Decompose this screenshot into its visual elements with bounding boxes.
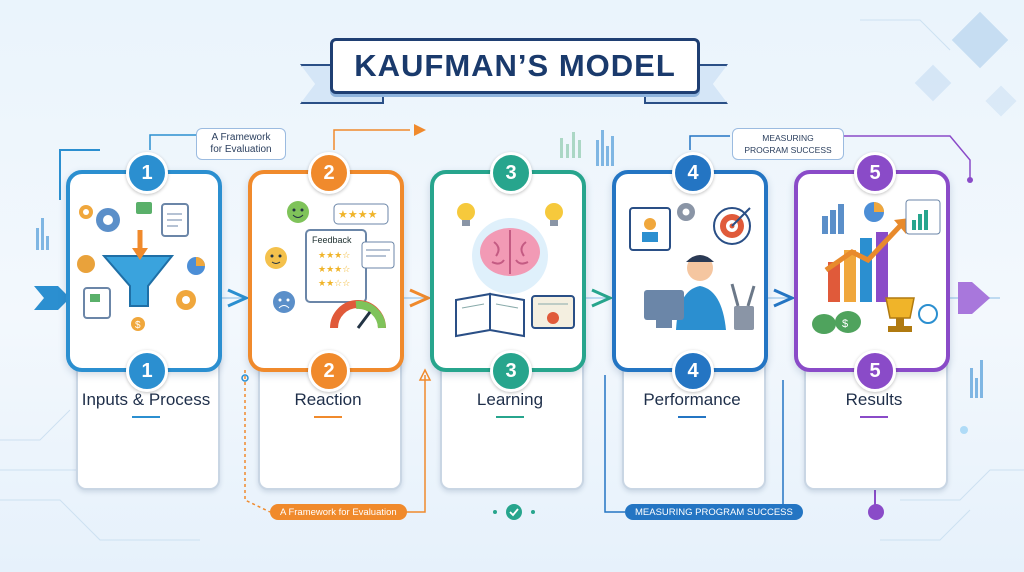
tag-framework-top: A Framework for Evaluation [196,128,286,160]
svg-text:$: $ [135,320,141,331]
gear-icon [677,203,695,221]
pill-framework-bottom: A Framework for Evaluation [270,504,407,520]
stage-2-label: Reaction [294,390,362,409]
sad-face-icon [273,291,295,313]
svg-text:★★★★: ★★★★ [338,208,378,221]
title-banner: KAUFMAN’S MODEL [330,38,700,94]
stage-4-illustration [620,190,760,340]
smiley-icon [287,201,309,223]
dollar-icon: $ [131,317,145,331]
stage-3-label: Learning [476,390,544,409]
stage-1-number-badge: 1 [126,152,168,194]
gear-icon [79,205,93,219]
certificate-icon [531,295,575,329]
document-icon [83,287,111,319]
stage-3-number-badge: 3 [490,152,532,194]
lightbulb-icon [457,203,475,226]
stage-2-underline [314,416,342,418]
document-icon [161,203,189,237]
pill-framework-bottom-text: A Framework for Evaluation [280,506,397,518]
target-icon [713,207,751,245]
stage-2-number-badge-lower: 2 [308,350,350,392]
stage-1-underline [132,416,160,418]
tag-measuring-top-text: MEASURING PROGRAM SUCCESS [744,133,832,155]
pill-measuring-bottom: MEASURING PROGRAM SUCCESS [625,504,803,520]
gauge-icon [330,300,386,329]
stage-5-label: Results [845,390,903,409]
stage-5-illustration: $ [802,190,942,340]
stage-3-illustration [438,190,578,340]
stage-3-underline [496,416,524,418]
person-at-computer-icon [644,255,726,330]
stage-5-number-badge-lower: 5 [854,350,896,392]
pie-chart-icon [864,202,884,222]
tag-measuring-top: MEASURING PROGRAM SUCCESS [732,128,844,160]
lightbulb-icon [545,203,563,226]
pie-chart-icon [187,257,205,275]
svg-text:★★★☆: ★★★☆ [318,251,350,261]
stage-4-number-badge: 4 [672,152,714,194]
pill-measuring-bottom-text: MEASURING PROGRAM SUCCESS [635,506,793,518]
stage-2-illustration: ★★★★ Feedback ★★★☆ ★★★☆ ★★☆☆ [256,190,396,340]
stage-1-label: Inputs & Process [81,390,211,409]
stage-4-underline [678,416,706,418]
trophy-icon [885,297,915,332]
stage-4-label: Performance [643,390,741,409]
feedback-text: Feedback [312,235,352,245]
money-bag-icon: $ [812,311,861,334]
gear-icon [96,208,120,232]
brain-icon [480,228,540,276]
stage-4-number-badge-lower: 4 [672,350,714,392]
page-title: KAUFMAN’S MODEL [354,48,676,83]
gear-icon [176,290,196,310]
funnel-icon [101,230,175,307]
svg-text:$: $ [842,318,848,330]
stage-3-number-badge-lower: 3 [490,350,532,392]
stage-5-number-badge: 5 [854,152,896,194]
svg-text:★★☆☆: ★★☆☆ [318,279,350,289]
tools-icon [730,283,756,330]
stage-1-number-badge-lower: 1 [126,350,168,392]
svg-text:★★★☆: ★★★☆ [318,265,350,275]
rating-stars-icon: ★★★★ [333,203,389,225]
stage-2-number-badge: 2 [308,152,350,194]
tag-framework-top-text: A Framework for Evaluation [210,132,272,155]
stage-1-illustration: $ [74,190,214,340]
stage-5-underline [860,416,888,418]
neutral-face-icon [265,247,287,269]
bar-chart-icon [822,204,910,302]
book-icon [455,292,525,338]
